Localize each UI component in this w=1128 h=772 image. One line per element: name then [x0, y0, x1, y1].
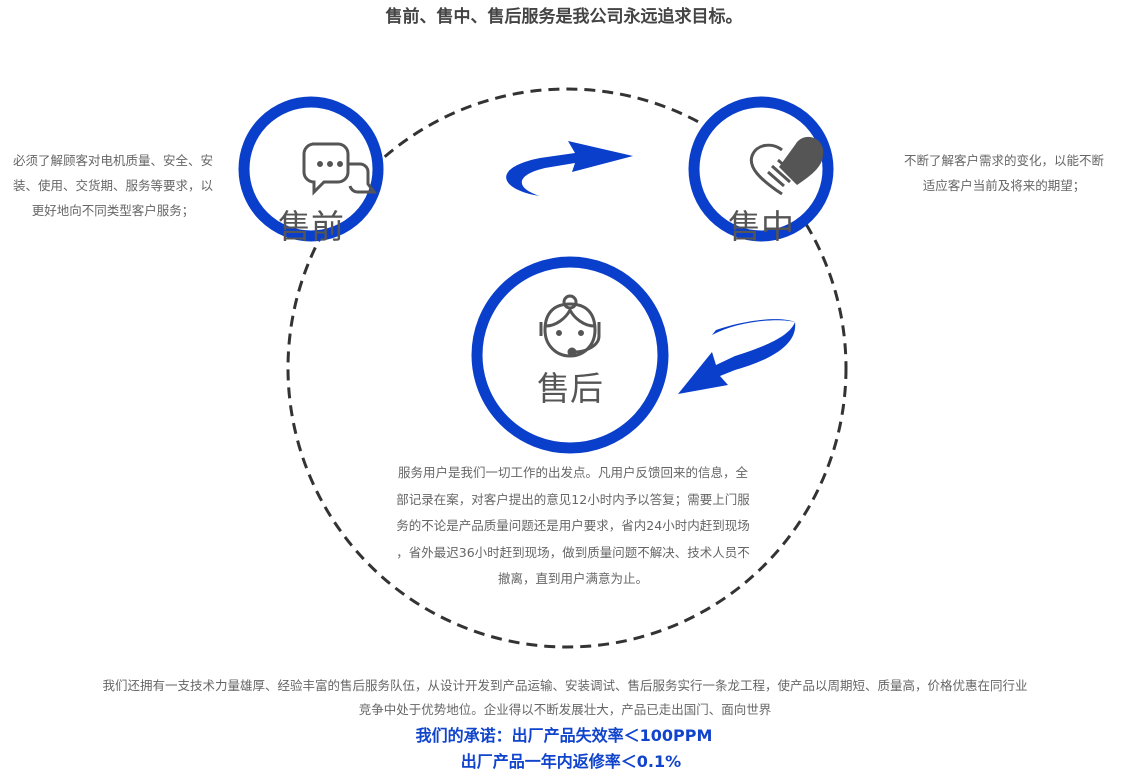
desc-line: 适应客户当前及将来的期望； — [922, 178, 1086, 193]
pre-sale-label: 售前 — [278, 207, 344, 246]
dashed-cycle-ring — [286, 87, 848, 649]
pre-sale-description: 必须了解顾客对电机质量、安全、安 装、使用、交货期、服务等要求，以 更好地向不同… — [0, 148, 226, 223]
desc-line: 更好地向不同类型客户服务； — [31, 203, 195, 218]
after-sale-description: 服务用户是我们一切工作的出发点。凡用户反馈回来的信息，全 部记录在案，对客户提出… — [368, 460, 778, 593]
summary-line: 我们还拥有一支技术力量雄厚、经验丰富的售后服务队伍，从设计开发到产品运输、安装调… — [102, 678, 1028, 693]
in-sale-label: 售中 — [728, 207, 794, 246]
promise-failure-rate: 我们的承诺：出厂产品失效率＜100PPM — [415, 726, 713, 745]
in-sale-description: 不断了解客户需求的变化，以能不断 适应客户当前及将来的期望； — [898, 148, 1110, 198]
arrow-right-icon — [506, 141, 633, 196]
promise-repair-rate: 出厂产品一年内返修率＜0.1% — [460, 752, 682, 771]
chat-bubbles-icon — [302, 142, 377, 196]
desc-line: 务的不论是产品质量问题还是用户要求，省内24小时内赶到现场 — [396, 518, 750, 533]
desc-line: 必须了解顾客对电机质量、安全、安 — [12, 153, 213, 168]
summary-line: 竞争中处于优势地位。企业得以不断发展壮大，产品已走出国门、面向世界 — [358, 702, 772, 717]
headset-agent-icon — [539, 294, 601, 358]
desc-line: 不断了解客户需求的变化，以能不断 — [903, 153, 1104, 168]
in-sale-ring — [688, 96, 834, 242]
arrow-down-left-icon — [678, 319, 796, 394]
desc-line: 部记录在案，对客户提出的意见12小时内予以答复；需要上门服 — [396, 491, 750, 507]
desc-line: ，省外最迟36小时赶到现场，做到质量问题不解决、技术人员不 — [396, 544, 750, 560]
company-summary: 我们还拥有一支技术力量雄厚、经验丰富的售后服务队伍，从设计开发到产品运输、安装调… — [20, 674, 1110, 722]
desc-line: 服务用户是我们一切工作的出发点。凡用户反馈回来的信息，全 — [397, 465, 748, 480]
desc-line: 装、使用、交货期、服务等要求，以 — [12, 178, 213, 193]
after-sale-label: 售后 — [537, 369, 603, 408]
desc-line: 撤离，直到用户满意为止。 — [497, 571, 648, 586]
handshake-icon — [749, 136, 824, 196]
pre-sale-ring — [238, 96, 384, 242]
page-title: 售前、售中、售后服务是我公司永远追求目标。 — [385, 7, 743, 27]
